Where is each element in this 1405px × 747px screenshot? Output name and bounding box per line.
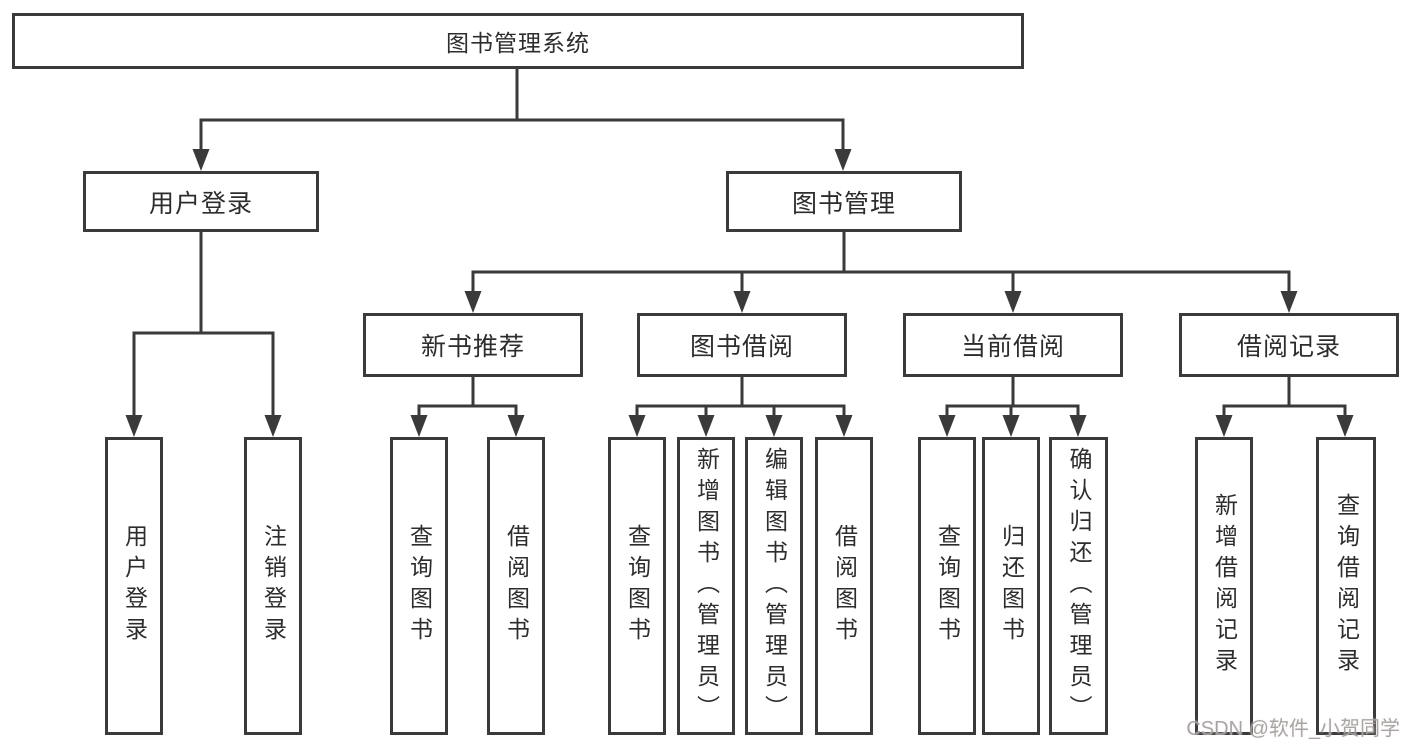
- csdn-watermark: CSDN @软件_小贺同学: [1186, 718, 1400, 740]
- node-book-borrow: 图书借阅: [637, 313, 847, 377]
- leaf-borrow-books: 借阅图书: [815, 437, 873, 735]
- leaf-confirm-return-admin-label: 确认归还（管理员）: [1066, 446, 1092, 726]
- node-current-borrow: 当前借阅: [903, 313, 1123, 377]
- leaf-query-books-borrow-label: 查询图书: [624, 524, 651, 648]
- leaf-query-books-borrow: 查询图书: [608, 437, 666, 735]
- leaf-add-borrow-record-label: 新增借阅记录: [1211, 493, 1238, 679]
- leaf-user-login: 用户登录: [105, 437, 163, 735]
- leaf-query-books-recommend: 查询图书: [390, 437, 448, 735]
- connector-book-management-to-level3: [464, 230, 1298, 313]
- leaf-query-books-recommend-label: 查询图书: [406, 524, 433, 648]
- node-borrow-records: 借阅记录: [1179, 313, 1399, 377]
- leaf-return-book: 归还图书: [982, 437, 1040, 735]
- leaf-borrow-books-label: 借阅图书: [831, 524, 858, 648]
- node-root-system: 图书管理系统: [12, 13, 1024, 69]
- leaf-query-books-current: 查询图书: [918, 437, 976, 735]
- leaf-logout-label: 注销登录: [260, 524, 287, 648]
- leaf-logout: 注销登录: [244, 437, 302, 735]
- leaf-query-borrow-record: 查询借阅记录: [1316, 437, 1376, 735]
- node-book-management: 图书管理: [726, 171, 962, 232]
- leaf-add-book-admin-label: 新增图书（管理员）: [693, 446, 720, 726]
- leaf-add-book-admin: 新增图书（管理员）: [677, 437, 735, 735]
- node-user-login-group: 用户登录: [83, 171, 319, 232]
- leaf-edit-book-admin: 编辑图书（管理员）: [745, 437, 803, 735]
- leaf-confirm-return-admin: 确认归还（管理员）: [1049, 437, 1108, 735]
- connector-new-book-children: [410, 375, 525, 437]
- leaf-borrow-books-recommend: 借阅图书: [487, 437, 545, 735]
- leaf-edit-book-admin-label: 编辑图书（管理员）: [761, 446, 788, 726]
- leaf-return-book-label: 归还图书: [998, 524, 1025, 648]
- connector-root-to-level2: [192, 67, 852, 171]
- connector-borrow-records-children: [1215, 375, 1354, 437]
- node-new-book-recommend: 新书推荐: [363, 313, 583, 377]
- leaf-borrow-books-recommend-label: 借阅图书: [503, 524, 530, 648]
- leaf-query-borrow-record-label: 查询借阅记录: [1333, 493, 1360, 679]
- connector-current-borrow-children: [938, 375, 1087, 437]
- leaf-user-login-label: 用户登录: [121, 524, 148, 648]
- connector-user-login-children: [125, 230, 282, 437]
- leaf-add-borrow-record: 新增借阅记录: [1195, 437, 1253, 735]
- leaf-query-books-current-label: 查询图书: [934, 524, 961, 648]
- connector-book-borrow-children: [628, 375, 853, 437]
